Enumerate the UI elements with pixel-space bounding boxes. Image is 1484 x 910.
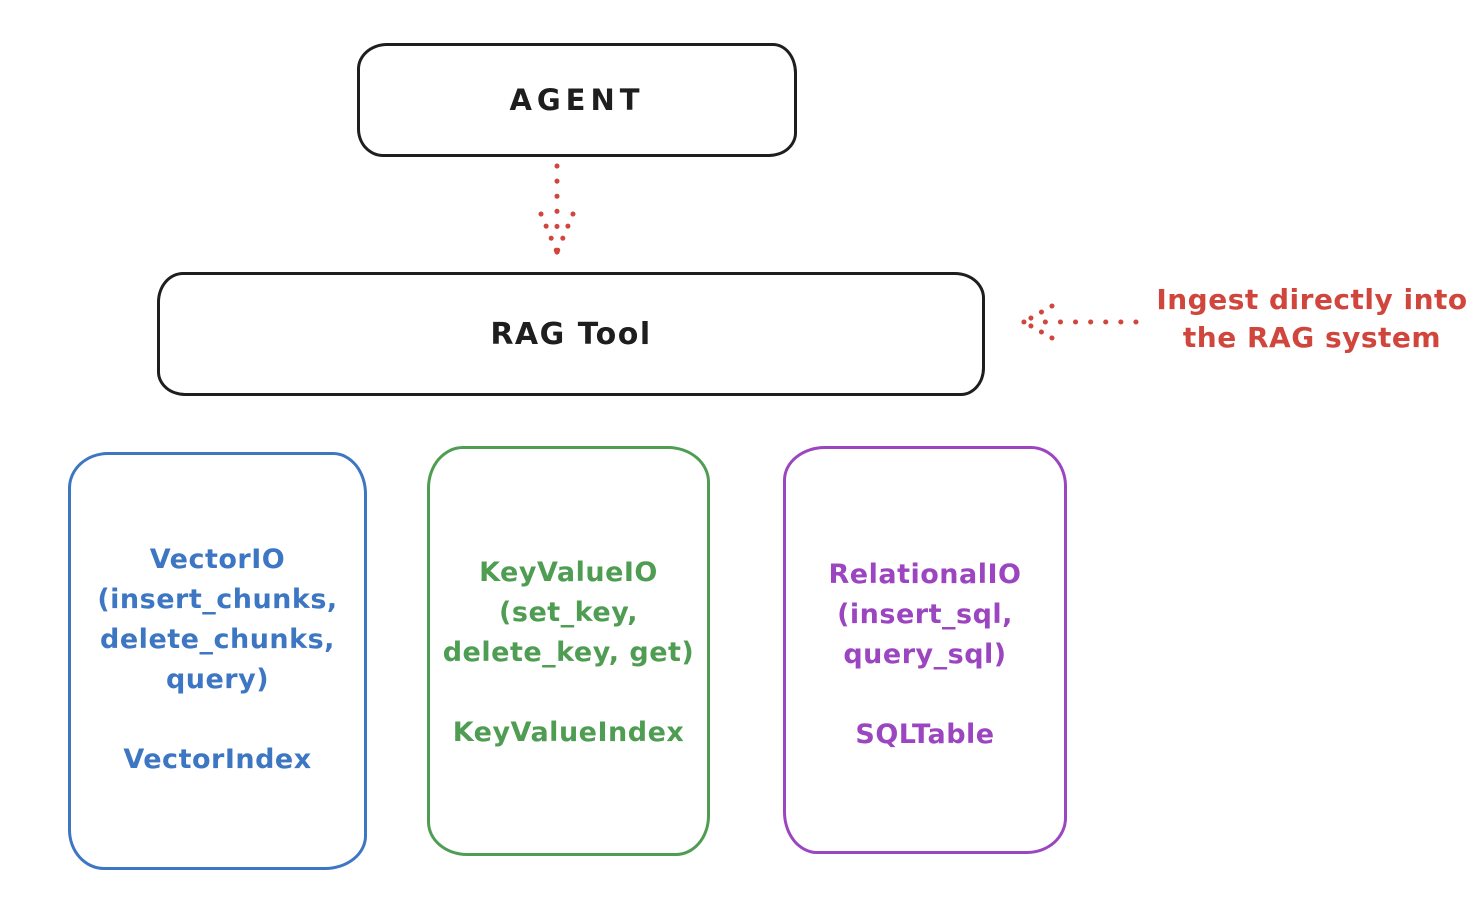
- ingest-annotation-line2: the RAG system: [1182, 321, 1442, 354]
- relational-io-box: RelationalIO (insert_sql, query_sql) SQL…: [783, 446, 1067, 854]
- agent-node-label: AGENT: [509, 83, 645, 117]
- spacer: [786, 675, 1064, 715]
- annotation-to-rag-arrow-icon: [1020, 303, 1139, 341]
- spacer: [71, 700, 364, 740]
- keyvalue-index-label: KeyValueIndex: [452, 717, 685, 748]
- relational-io-text: RelationalIO (insert_sql, query_sql) SQL…: [786, 555, 1064, 755]
- relational-io-title: RelationalIO: [828, 559, 1022, 590]
- keyvalue-io-box: KeyValueIO (set_key, delete_key, get) Ke…: [427, 446, 710, 856]
- sql-table-label: SQLTable: [855, 719, 995, 750]
- agent-to-rag-arrow-icon: [538, 163, 576, 256]
- vector-io-text: VectorIO (insert_chunks, delete_chunks, …: [71, 540, 364, 780]
- ingest-annotation: Ingest directly into the RAG system: [1140, 281, 1484, 357]
- vector-index-label: VectorIndex: [123, 744, 312, 775]
- vector-io-box: VectorIO (insert_chunks, delete_chunks, …: [68, 452, 367, 870]
- keyvalue-io-text: KeyValueIO (set_key, delete_key, get) Ke…: [430, 553, 707, 753]
- ingest-annotation-line1: Ingest directly into: [1156, 283, 1468, 316]
- rag-tool-node: RAG Tool: [157, 272, 985, 396]
- keyvalue-io-title: KeyValueIO: [479, 557, 658, 588]
- vector-io-title: VectorIO: [149, 544, 286, 575]
- spacer: [430, 673, 707, 713]
- agent-node: AGENT: [357, 43, 797, 157]
- rag-tool-node-label: RAG Tool: [490, 316, 652, 352]
